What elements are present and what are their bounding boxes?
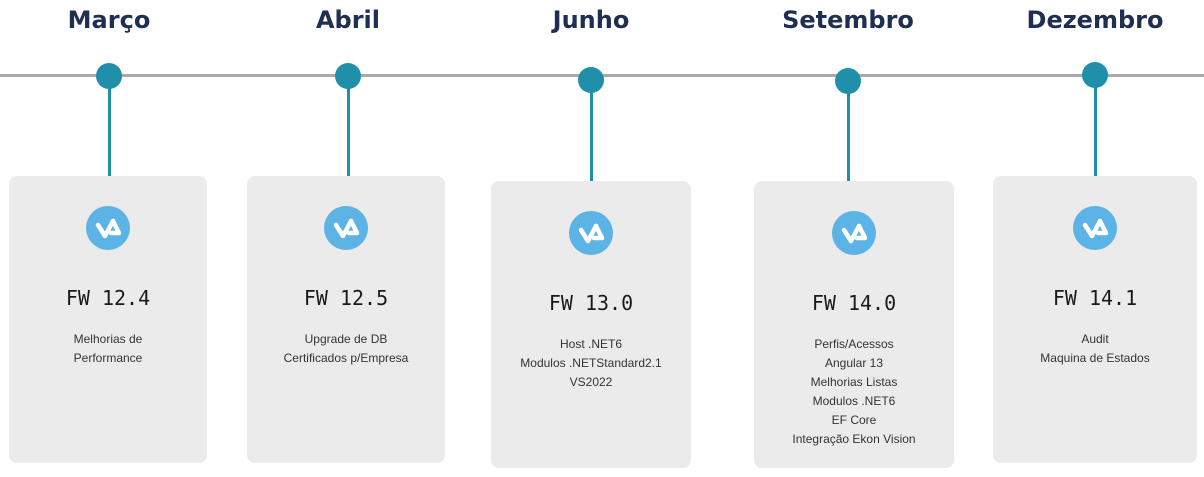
feature-item: Performance <box>73 351 143 365</box>
connector-line <box>1093 75 1097 176</box>
feature-list: Melhorias de Performance <box>9 330 207 368</box>
connector-line <box>589 80 593 181</box>
month-label-abril: Abril <box>315 6 381 34</box>
timeline-node <box>578 67 604 93</box>
feature-list: Upgrade de DB Certificados p/Empresa <box>247 330 445 368</box>
month-label-junho: Junho <box>552 6 630 34</box>
version-label: FW 12.5 <box>303 286 389 310</box>
timeline-node <box>335 63 361 89</box>
version-label: FW 14.1 <box>1052 286 1138 310</box>
feature-item: Upgrade de DB <box>304 332 388 346</box>
connector-line <box>346 76 350 176</box>
connector-line <box>107 76 111 176</box>
month-label-setembro: Setembro <box>782 6 914 34</box>
feature-item: Modulos .NET6 <box>812 394 896 408</box>
month-label-marco: Março <box>67 6 151 34</box>
feature-item: Melhorias Listas <box>810 375 898 389</box>
version-label: FW 12.4 <box>65 286 151 310</box>
feature-item: Integração Ekon Vision <box>792 432 916 446</box>
version-label: FW 13.0 <box>548 291 634 315</box>
ekon-logo-icon <box>1073 206 1117 250</box>
ekon-logo-icon <box>832 211 876 255</box>
ekon-logo-icon <box>324 206 368 250</box>
feature-item: Audit <box>1081 332 1109 346</box>
timeline-node <box>96 63 122 89</box>
feature-item: Host .NET6 <box>559 337 622 351</box>
version-label: FW 14.0 <box>811 291 897 315</box>
feature-item: Maquina de Estados <box>1040 351 1150 365</box>
feature-item: Angular 13 <box>824 356 884 370</box>
feature-item: Modulos .NETStandard2.1 <box>520 356 662 370</box>
feature-item: Melhorias de <box>73 332 143 346</box>
feature-item: Perfis/Acessos <box>814 337 894 351</box>
feature-item: EF Core <box>831 413 877 427</box>
timeline-node <box>1082 62 1108 88</box>
connector-line <box>846 81 850 181</box>
month-label-dezembro: Dezembro <box>1026 6 1164 34</box>
feature-item: VS2022 <box>569 375 613 389</box>
ekon-logo-icon <box>86 206 130 250</box>
feature-item: Certificados p/Empresa <box>283 351 409 365</box>
ekon-logo-icon <box>569 211 613 255</box>
timeline-node <box>835 68 861 94</box>
